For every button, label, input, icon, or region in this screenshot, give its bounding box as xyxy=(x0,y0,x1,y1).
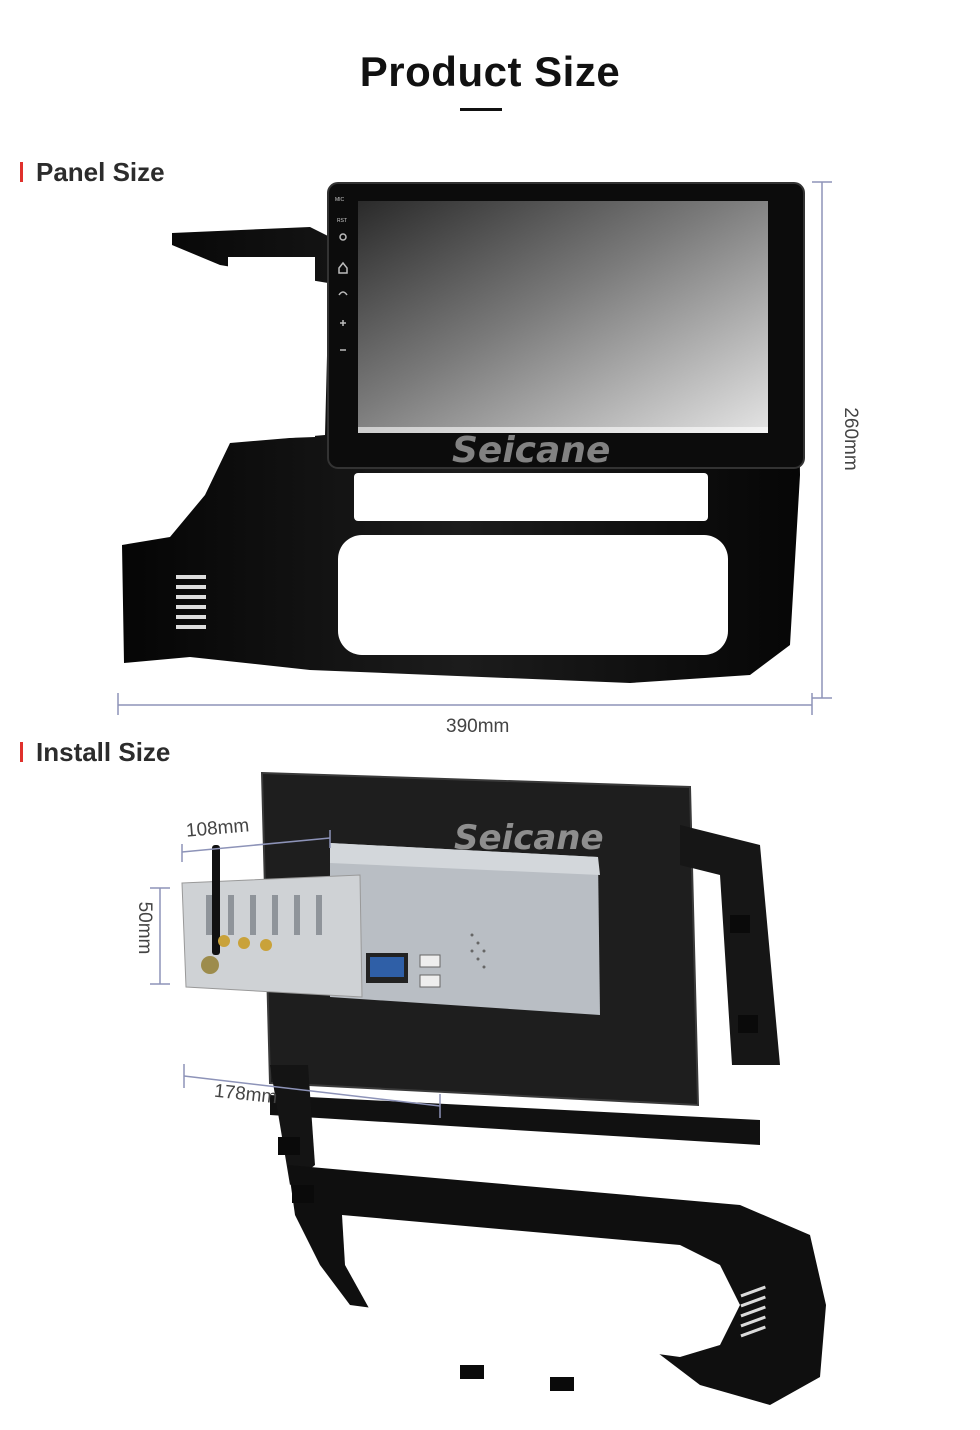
rst-label: RST xyxy=(337,218,347,224)
panel-width-label: 390mm xyxy=(446,716,510,737)
install-height-label: 50mm xyxy=(134,901,155,955)
install-watermark: Seicane xyxy=(454,818,604,858)
install-size-heading: Install Size xyxy=(36,737,171,767)
title-underline xyxy=(460,108,502,111)
install-illustration xyxy=(120,765,840,1425)
panel-dimension-lines xyxy=(110,178,850,718)
mic-label: MIC xyxy=(335,197,345,203)
panel-watermark: Seicane xyxy=(452,430,611,471)
panel-illustration xyxy=(110,175,840,715)
page-title: Product Size xyxy=(359,48,621,95)
panel-size-heading: Panel Size xyxy=(36,157,165,187)
section-marker xyxy=(20,162,23,182)
install-dimension-lines xyxy=(140,820,480,1120)
section-marker xyxy=(20,742,23,762)
panel-height-label: 260mm xyxy=(840,407,861,471)
